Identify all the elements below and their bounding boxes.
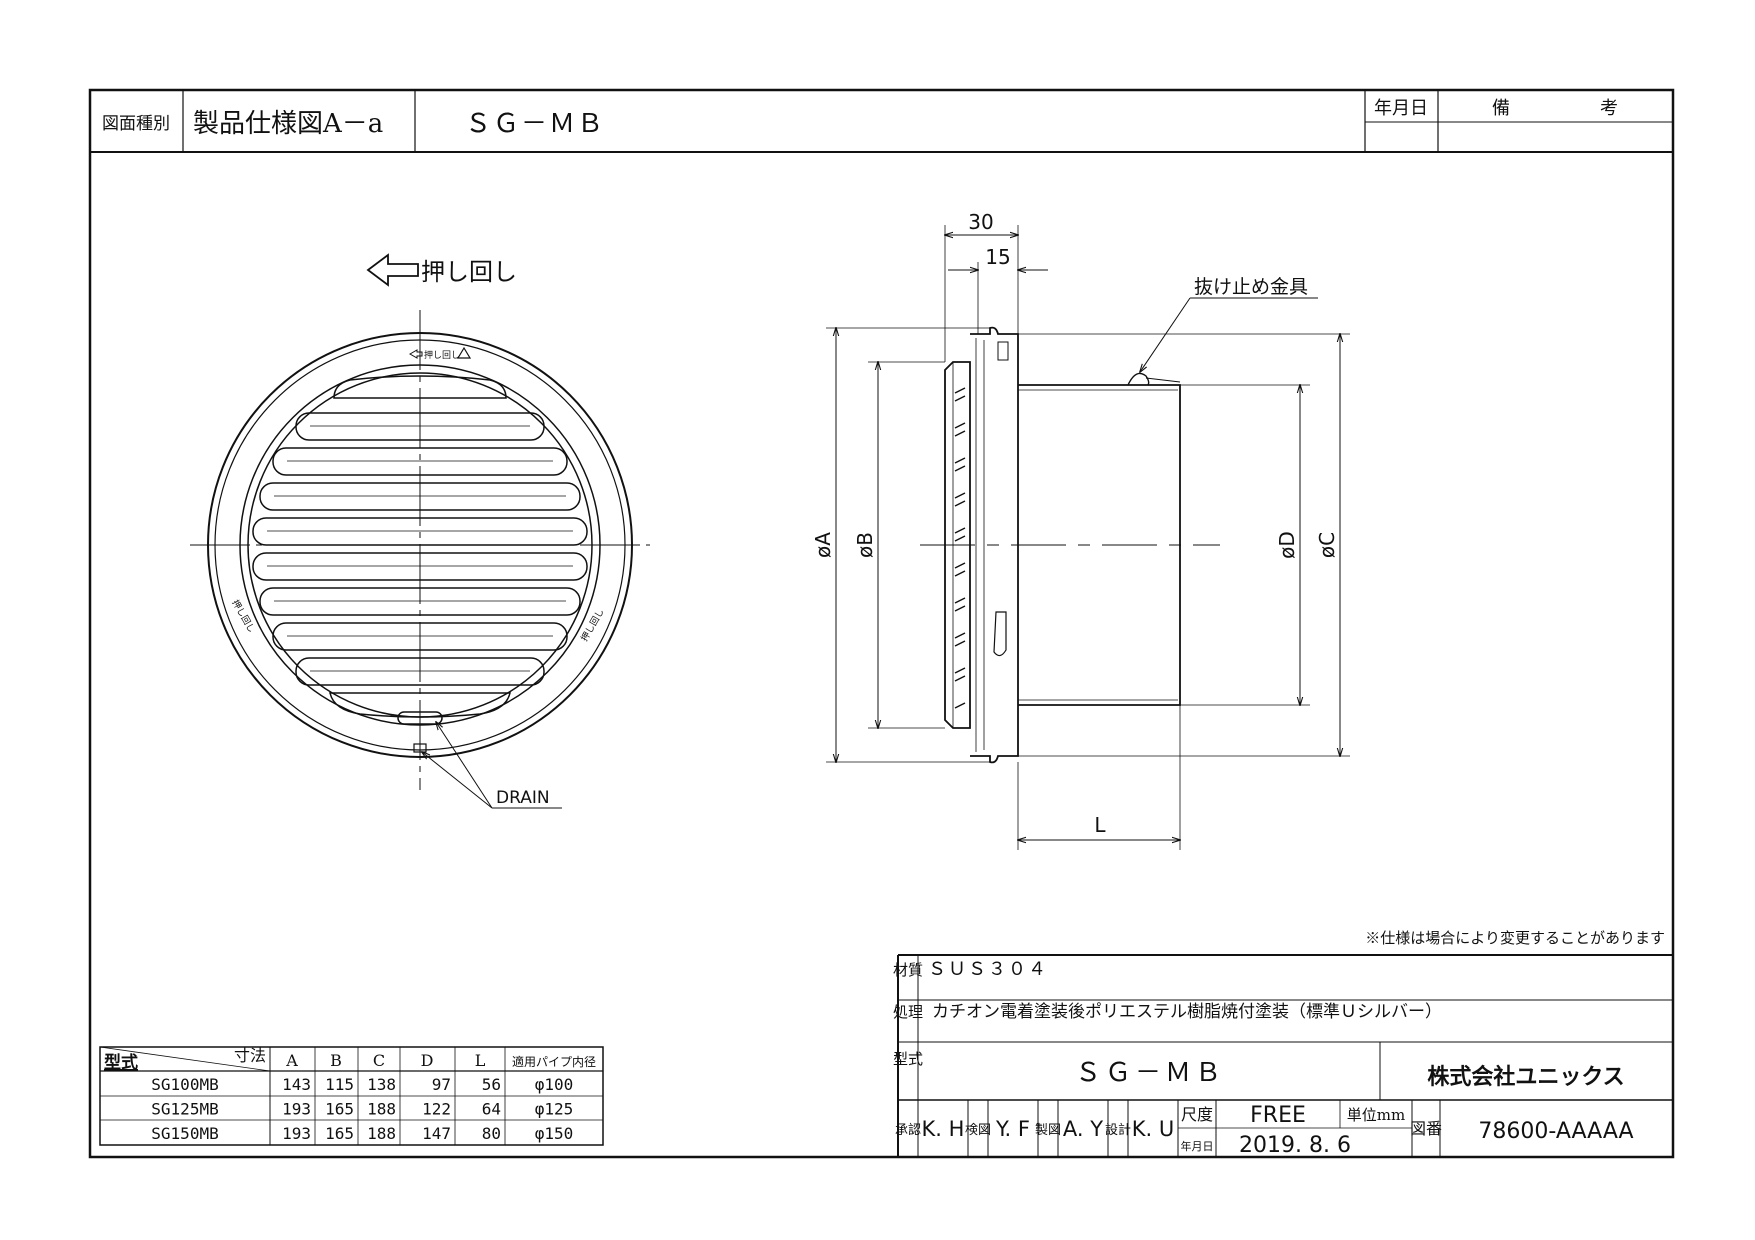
table-header-cell: 適用パイプ内径 (512, 1054, 596, 1069)
unit-label: 単位mm (1347, 1106, 1405, 1124)
front-view: DRAIN 押し回し 押し回し 押し回し 押し回し (190, 253, 650, 809)
remarks-label: 備 考 (1492, 98, 1618, 119)
table-cell: 122 (422, 1100, 451, 1119)
scale: FREE (1250, 1103, 1306, 1128)
material: ＳＵＳ３０４ (928, 959, 1048, 980)
table-cell: φ150 (535, 1124, 574, 1143)
table-cell: 188 (367, 1124, 396, 1143)
retainer-clip (1127, 372, 1150, 386)
material-label: 材質 (893, 961, 923, 979)
table-cell: 143 (282, 1075, 311, 1094)
table-cell: 138 (367, 1075, 396, 1094)
table-model-cell: SG100MB (151, 1075, 218, 1094)
table-cell: 97 (432, 1075, 451, 1094)
header-block: 図面種別 製品仕様図A－a ＳＧ－ＭＢ 年月日 備 考 (90, 90, 1673, 153)
table-header-cell: L (475, 1051, 486, 1070)
table-cell: 165 (325, 1124, 354, 1143)
title-block: ※仕様は場合により変更することがあります 材質 ＳＵＳ３０４ 処理 カチオン電着… (893, 929, 1673, 1158)
triangle-mark-icon (456, 346, 472, 359)
draft-label: 製図 (1035, 1123, 1061, 1138)
table-cell: 147 (422, 1124, 451, 1143)
finish: カチオン電着塗装後ポリエステル樹脂焼付塗装（標準Ｕシルバー） (932, 1001, 1442, 1022)
approve: K. H (922, 1117, 965, 1141)
header-model: ＳＧ－ＭＢ (465, 109, 605, 139)
table-cell: φ100 (535, 1075, 574, 1094)
retainer-label: 抜け止め金具 (1194, 276, 1308, 298)
table-header-cell: A (285, 1051, 298, 1070)
table-corner-right: 寸法 (234, 1046, 266, 1065)
dim-c: øC (1315, 532, 1339, 558)
drain-label: DRAIN (496, 788, 550, 808)
table-header-cell: B (330, 1051, 342, 1070)
drain-slot (397, 711, 443, 725)
table-model-cell: SG150MB (151, 1124, 218, 1143)
sheet-border (88, 88, 1675, 1159)
louver-slats (252, 375, 588, 718)
drawing-no-label: 図番 (1410, 1119, 1442, 1138)
draft: A. Y (1063, 1117, 1103, 1141)
side-view: 抜け止め金具 30 15 øA øB øD øC L (811, 210, 1350, 850)
company-logo: 株式会社ユニックス (1427, 1064, 1624, 1090)
spec-note: ※仕様は場合により変更することがあります (1365, 929, 1665, 947)
table-cell: 165 (325, 1100, 354, 1119)
table-cell: 56 (482, 1075, 501, 1094)
push-turn-small-top: 押し回し (424, 349, 460, 361)
dim-l: L (1094, 813, 1106, 837)
design: K. U (1132, 1117, 1175, 1141)
drawing-no: 78600-AAAAA (1478, 1119, 1633, 1144)
table-model-cell: SG125MB (151, 1100, 218, 1119)
drawing-type-label: 図面種別 (102, 114, 170, 134)
date-label: 年月日 (1374, 98, 1428, 119)
approve-label: 承認 (895, 1122, 921, 1138)
pipe-body (1018, 384, 1181, 706)
table-header-cell: C (373, 1051, 385, 1070)
scale-label: 尺度 (1181, 1105, 1213, 1124)
flange-profile (970, 326, 1019, 764)
date-label-small: 年月日 (1181, 1139, 1214, 1153)
table-corner-left: 型式 (104, 1052, 138, 1073)
finish-label: 処理 (893, 1003, 923, 1021)
design-label: 設計 (1105, 1122, 1131, 1138)
small-arrow-icon (408, 349, 423, 359)
table-cell: 64 (482, 1100, 501, 1119)
table-cell: 80 (482, 1124, 501, 1143)
check: Y. F (995, 1117, 1030, 1141)
dim-15: 15 (985, 245, 1010, 269)
drawing-type: 製品仕様図A－a (193, 109, 383, 139)
check-label: 検図 (965, 1123, 991, 1138)
dimension-table: 型式 寸法 A B C D L 適用パイプ内径 SG100MB 143 115 138 97 56 φ… (99, 1046, 604, 1146)
date: 2019. 8. 6 (1239, 1133, 1351, 1158)
dim-b: øB (853, 532, 877, 558)
dim-30: 30 (968, 210, 993, 234)
push-turn-arrow-icon (366, 253, 419, 287)
title-model: ＳＧ－ＭＢ (1075, 1058, 1225, 1088)
table-header: A B C D L 適用パイプ内径 (285, 1051, 596, 1070)
dim-d: øD (1275, 531, 1299, 559)
model-label: 型式 (893, 1050, 923, 1068)
table-cell: φ125 (535, 1100, 574, 1119)
louver-teeth (954, 387, 966, 709)
table-cell: 115 (325, 1075, 354, 1094)
table-cell: 193 (282, 1100, 311, 1119)
table-header-cell: D (421, 1051, 434, 1070)
table-cell: 188 (367, 1100, 396, 1119)
dim-a: øA (811, 532, 835, 558)
push-turn-label: 押し回し (421, 258, 517, 286)
table-cell: 193 (282, 1124, 311, 1143)
